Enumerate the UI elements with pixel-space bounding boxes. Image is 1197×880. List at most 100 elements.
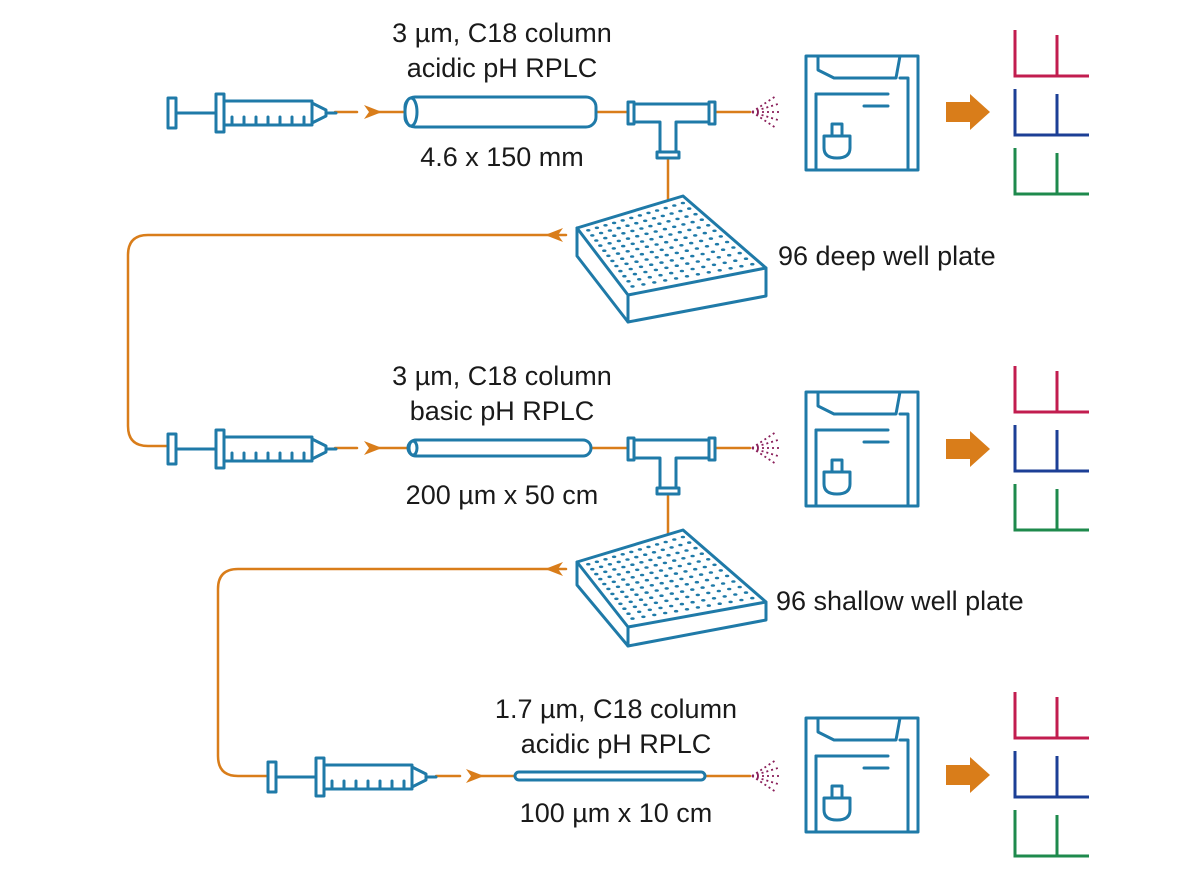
spectrum-trace xyxy=(1013,30,1089,78)
well-dot xyxy=(643,270,648,274)
well-dot xyxy=(632,272,638,276)
well-dot xyxy=(663,611,668,615)
well-dot xyxy=(634,260,639,264)
well-dot xyxy=(731,580,736,583)
well-dot xyxy=(630,563,635,566)
well-dot xyxy=(684,608,690,611)
well-dot xyxy=(693,234,698,237)
well-dot xyxy=(634,555,639,559)
well-dot xyxy=(679,602,685,606)
well-dot xyxy=(618,602,623,606)
well-dot xyxy=(658,606,663,610)
well-dot xyxy=(643,219,648,223)
well-dot xyxy=(716,255,721,259)
well-dot xyxy=(684,549,689,552)
well-dot xyxy=(616,226,621,230)
well-dot xyxy=(615,585,621,589)
well-dot xyxy=(647,608,652,612)
well-dot xyxy=(641,615,646,619)
syringe-icon xyxy=(266,756,438,798)
well-dot xyxy=(679,269,685,273)
well-dot xyxy=(607,563,613,566)
well-dot xyxy=(603,236,608,240)
well-dot xyxy=(666,553,671,557)
well-dot xyxy=(698,573,704,576)
spectrum-trace xyxy=(1013,692,1089,740)
well-dot xyxy=(684,583,689,586)
well-dot xyxy=(664,587,669,590)
well-dot xyxy=(639,561,644,564)
well-dot xyxy=(639,586,645,589)
well-dot xyxy=(643,603,648,607)
well-dot xyxy=(693,567,698,571)
well-dot xyxy=(663,540,668,544)
well-dot xyxy=(654,589,659,592)
well-dot xyxy=(635,568,640,572)
well-dot xyxy=(611,247,616,250)
well-dot xyxy=(630,285,635,288)
well-dot xyxy=(675,551,680,555)
well-dot xyxy=(663,206,668,210)
well-dot xyxy=(630,576,635,579)
well-dot xyxy=(611,580,616,584)
well-dot xyxy=(647,275,652,279)
well-dot xyxy=(624,595,629,599)
well-dot xyxy=(669,259,674,262)
well-dot xyxy=(637,610,642,614)
well-dot xyxy=(679,257,685,260)
well-dot xyxy=(683,570,688,573)
well-dot xyxy=(677,230,682,234)
chevron-right-icon xyxy=(364,105,382,119)
column-3-dimensions: 100 µm x 10 cm xyxy=(520,798,713,828)
spectrum-trace xyxy=(1013,89,1089,137)
well-dot xyxy=(673,277,679,280)
well-dot xyxy=(737,251,742,255)
well-dot xyxy=(739,598,744,602)
well-dot xyxy=(685,262,690,265)
well-dot xyxy=(664,240,669,244)
well-dot xyxy=(680,535,686,539)
mass-spectrometer-icon xyxy=(804,54,920,172)
well-dot xyxy=(718,569,723,572)
well-dot xyxy=(669,592,674,595)
well-dot xyxy=(733,593,738,596)
well-dot xyxy=(630,617,635,620)
mass-spectrometer-icon xyxy=(804,390,920,508)
well-dot xyxy=(653,230,658,233)
well-dot xyxy=(684,275,690,278)
well-plate-icon xyxy=(575,528,768,648)
well-dot xyxy=(690,254,695,258)
well-dot xyxy=(693,546,698,550)
well-dot xyxy=(672,538,677,541)
well-dot xyxy=(687,207,692,210)
well-dot xyxy=(616,560,621,564)
well-dot xyxy=(590,567,595,571)
well-dot xyxy=(611,555,617,559)
well-dot xyxy=(693,212,698,216)
well-dot xyxy=(659,248,664,252)
well-dot xyxy=(737,585,742,589)
well-dot xyxy=(625,583,630,586)
well-dot xyxy=(663,279,668,282)
well-dot xyxy=(720,248,726,251)
well-dot xyxy=(690,220,695,224)
spectrum-trace xyxy=(1013,148,1089,196)
well-dot xyxy=(629,216,634,220)
well-dot xyxy=(653,268,659,272)
tee-splitter-icon xyxy=(626,100,717,160)
well-dot xyxy=(662,227,668,231)
well-dot xyxy=(607,229,613,232)
well-dot xyxy=(669,246,674,249)
well-dot xyxy=(706,224,711,227)
well-dot xyxy=(603,558,608,561)
well-dot xyxy=(679,577,684,581)
well-dot xyxy=(643,553,648,556)
flow-loop xyxy=(126,233,568,448)
well-dot xyxy=(594,560,600,564)
well-dot xyxy=(644,245,650,248)
spectrum-trace xyxy=(1013,484,1089,532)
well-dot xyxy=(702,565,707,569)
well-dot xyxy=(687,541,692,544)
well-dot xyxy=(679,590,685,593)
